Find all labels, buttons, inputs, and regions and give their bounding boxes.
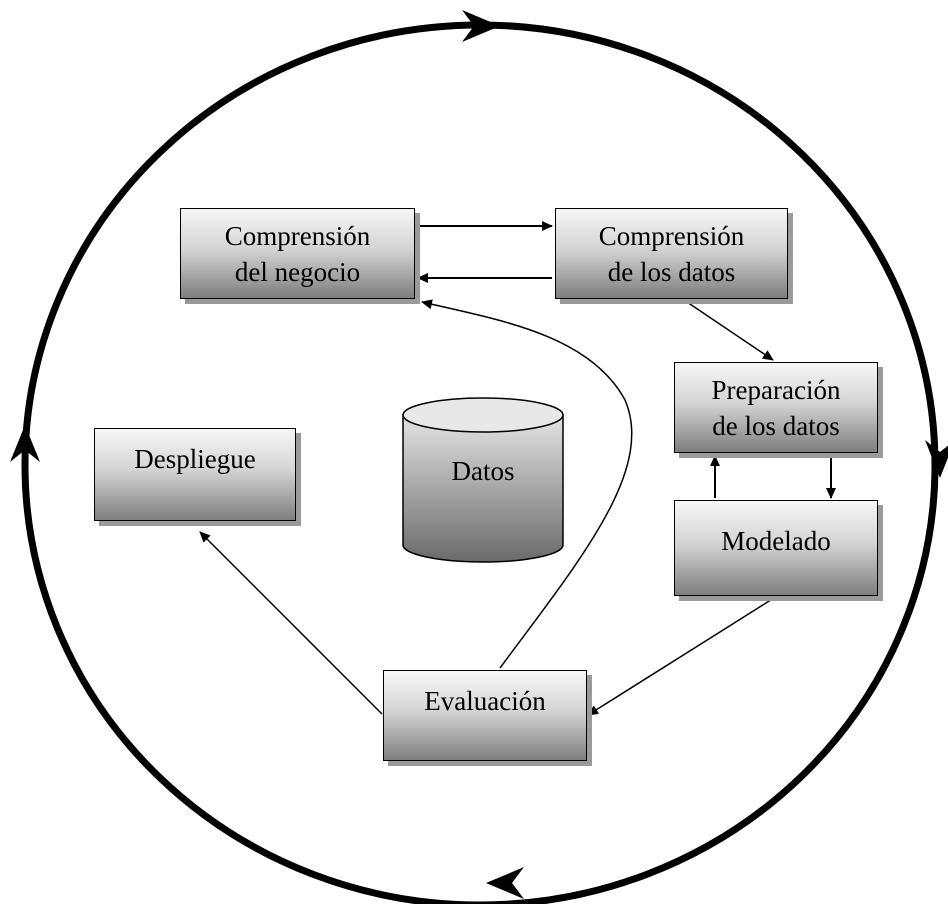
business-understanding-line2: del negocio <box>234 256 361 287</box>
data-preparation-line1: Preparación <box>711 374 841 405</box>
data-understanding-line2: de los datos <box>607 256 736 287</box>
cycle-arrow-right-icon <box>925 440 948 478</box>
deployment-label: Despliegue <box>134 444 256 474</box>
evaluation-label: Evaluación <box>424 686 546 716</box>
deployment-box: Despliegue <box>94 428 296 521</box>
cycle-arrow-top-icon <box>462 10 500 42</box>
arrow-evaluation-to-business <box>421 299 633 669</box>
modeling-label: Modelado <box>721 526 831 556</box>
cycle-arrow-left-icon <box>10 425 40 462</box>
data-understanding-box: Comprensión de los datos <box>555 208 788 299</box>
business-understanding-line1: Comprensión <box>224 220 371 251</box>
evaluation-box: Evaluación <box>383 670 587 761</box>
data-store-label: Datos <box>451 456 515 486</box>
arrow-modeling-to-evaluation <box>587 597 775 716</box>
data-cylinder <box>402 397 564 563</box>
arrow-evaluation-to-deployment <box>199 531 383 715</box>
arrow-data-understanding-to-preparation <box>683 299 774 361</box>
data-preparation-line2: de los datos <box>712 410 840 441</box>
business-understanding-box: Comprensión del negocio <box>180 208 415 299</box>
data-preparation-box: Preparación de los datos <box>674 362 878 453</box>
modeling-box: Modelado <box>674 500 878 596</box>
data-understanding-line1: Comprensión <box>598 220 745 251</box>
cycle-arrow-bottom-icon <box>486 867 524 899</box>
